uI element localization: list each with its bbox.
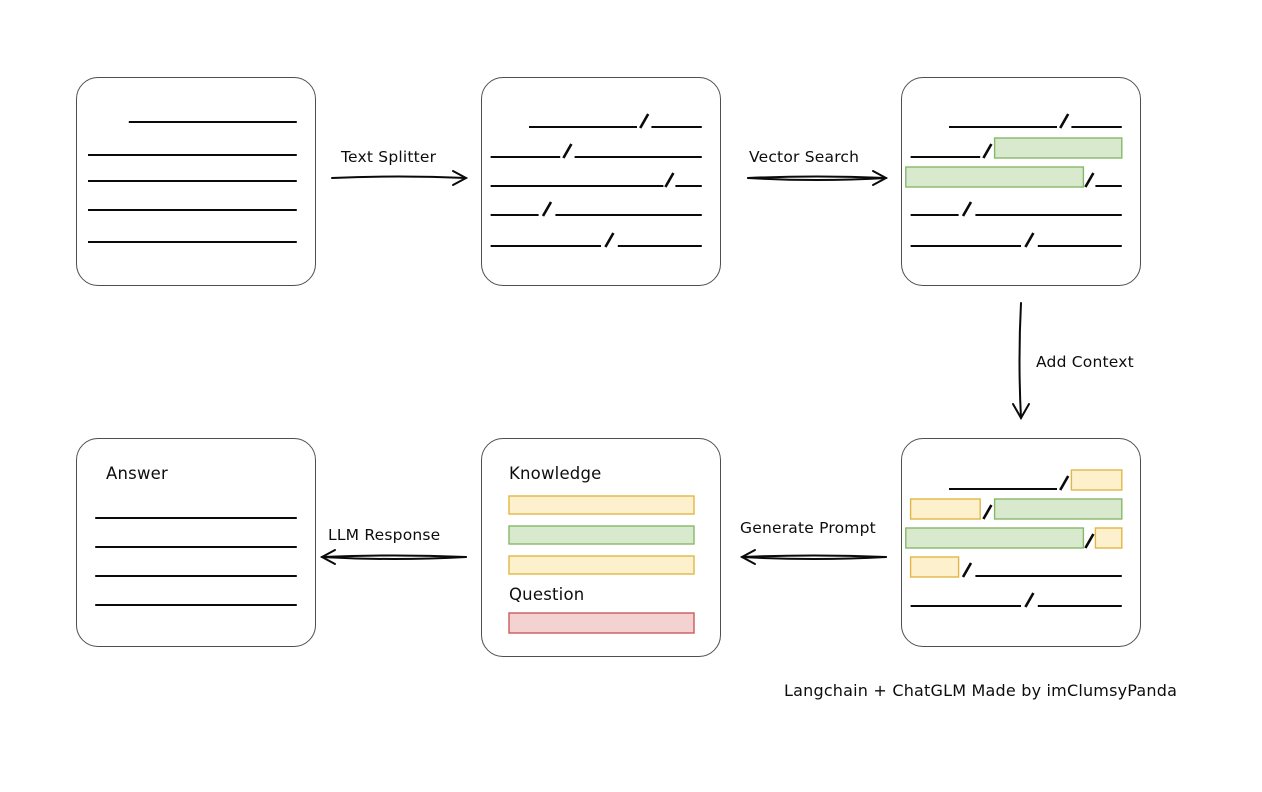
answer-box-label: Answer [106,464,168,483]
arrow-generate-prompt-shaft-2 [741,556,887,560]
edge-label-llm-response: LLM Response [328,526,441,544]
arrow-generate-prompt-head [739,549,756,565]
arrow-vector-search-shaft-2 [747,177,887,181]
arrow-llm-response-shaft [321,554,467,558]
arrow-text-splitter-head [452,170,469,186]
arrow-text-splitter-shaft [331,175,467,179]
node-vector-matched-document[interactable] [901,77,1141,286]
arrow-llm-response-head [319,549,336,565]
arrow-add-context-shaft [1018,302,1022,419]
prompt-knowledge-label: Knowledge [509,464,602,483]
arrow-llm-response-shaft-2 [321,556,467,560]
arrow-add-context-head [1012,403,1030,421]
edge-label-add-context: Add Context [1036,353,1134,371]
edge-label-text-splitter: Text Splitter [341,148,437,166]
node-context-added-document[interactable] [901,438,1141,647]
node-split-chunks-document[interactable] [481,77,721,286]
arrow-vector-search-head [872,170,889,186]
node-source-document[interactable] [76,77,316,286]
edge-label-generate-prompt: Generate Prompt [740,519,876,537]
diagram-caption: Langchain + ChatGLM Made by imClumsyPand… [784,681,1178,700]
prompt-question-label: Question [509,585,585,604]
arrow-generate-prompt-shaft [741,554,887,558]
node-answer-box[interactable] [76,438,316,647]
arrow-vector-search-shaft [747,175,887,179]
edge-label-vector-search: Vector Search [749,148,860,166]
